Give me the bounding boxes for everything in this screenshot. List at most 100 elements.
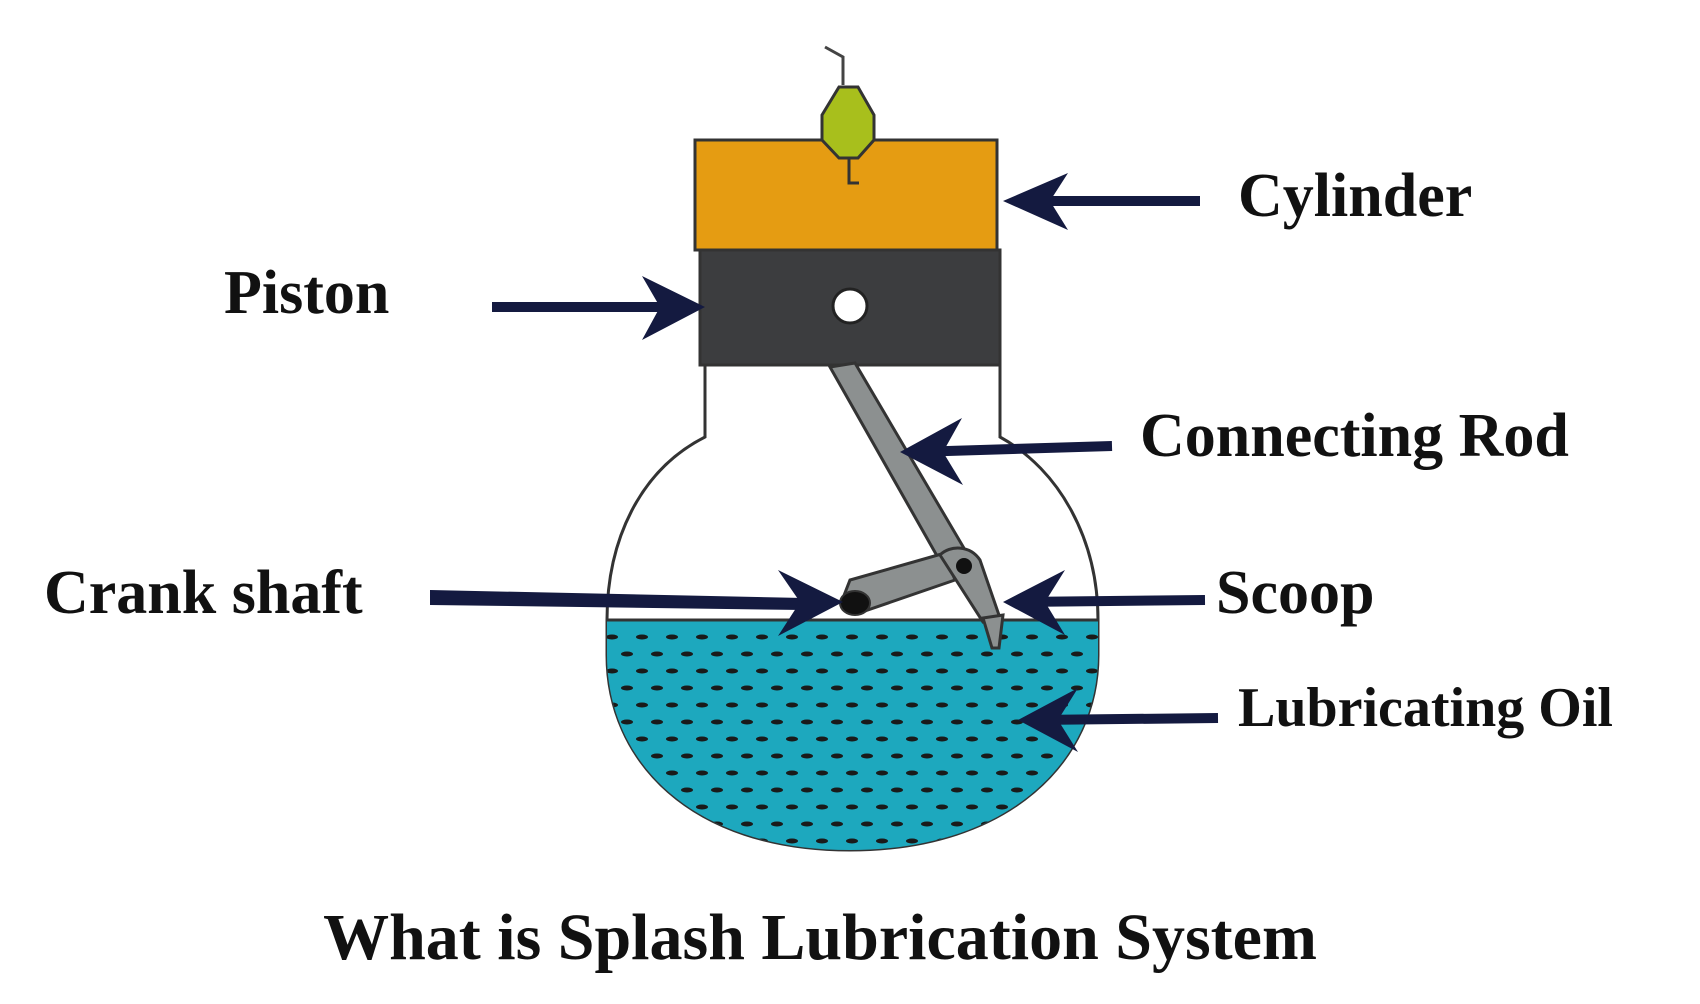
- oil-speckle: [756, 668, 768, 674]
- oil-speckle: [1086, 634, 1098, 640]
- oil-speckle: [726, 736, 738, 742]
- oil-speckle: [921, 821, 933, 827]
- oil-speckle: [1026, 668, 1038, 674]
- oil-speckle: [651, 787, 663, 793]
- oil-speckle: [846, 736, 858, 742]
- oil-speckle: [651, 651, 663, 657]
- crank-shaft-journal: [839, 590, 871, 616]
- oil-speckle: [711, 719, 723, 725]
- oil-speckle: [966, 702, 978, 708]
- label-piston: Piston: [224, 259, 390, 327]
- oil-speckle: [771, 753, 783, 759]
- oil-speckle: [891, 719, 903, 725]
- oil-speckle: [1086, 804, 1098, 810]
- oil-speckle: [696, 838, 708, 844]
- oil-speckle: [741, 821, 753, 827]
- oil-speckle: [891, 753, 903, 759]
- oil-speckle: [801, 821, 813, 827]
- oil-speckle: [876, 668, 888, 674]
- piston-pin: [831, 287, 869, 325]
- oil-speckle: [786, 838, 798, 844]
- oil-speckle: [921, 787, 933, 793]
- oil-speckle: [1056, 668, 1068, 674]
- label-cylinder: Cylinder: [1238, 162, 1473, 230]
- oil-speckle: [651, 719, 663, 725]
- oil-speckle: [756, 634, 768, 640]
- oil-speckle: [666, 702, 678, 708]
- oil-speckle: [636, 804, 648, 810]
- oil-speckle: [756, 804, 768, 810]
- oil-speckle: [1056, 838, 1068, 844]
- oil-speckle: [906, 736, 918, 742]
- oil-speckle: [1026, 634, 1038, 640]
- oil-speckle: [771, 787, 783, 793]
- oil-speckle: [831, 651, 843, 657]
- oil-speckle: [981, 651, 993, 657]
- oil-speckle: [996, 736, 1008, 742]
- oil-speckle: [846, 804, 858, 810]
- oil-speckle: [771, 651, 783, 657]
- oil-speckle: [696, 804, 708, 810]
- oil-speckle: [681, 753, 693, 759]
- oil-speckle: [1056, 634, 1068, 640]
- oil-speckle: [681, 787, 693, 793]
- arrow-scoop: [1003, 570, 1206, 635]
- oil-speckle: [936, 668, 948, 674]
- oil-speckle: [1041, 753, 1053, 759]
- oil-speckle: [1086, 770, 1098, 776]
- oil-speckle: [936, 804, 948, 810]
- oil-speckle: [801, 787, 813, 793]
- oil-speckle: [996, 770, 1008, 776]
- oil-speckle: [861, 719, 873, 725]
- oil-speckle: [607, 838, 618, 844]
- oil-speckle: [906, 702, 918, 708]
- oil-speckle: [936, 634, 948, 640]
- oil-speckle: [816, 668, 828, 674]
- oil-speckle: [996, 702, 1008, 708]
- oil-speckle: [726, 702, 738, 708]
- arrow-connecting-rod: [900, 418, 1113, 485]
- oil-speckle: [607, 736, 618, 742]
- lubricating-oil: [607, 620, 1098, 850]
- oil-speckle: [621, 651, 633, 657]
- oil-speckle: [607, 770, 618, 776]
- oil-speckle: [741, 787, 753, 793]
- oil-speckle: [1071, 651, 1083, 657]
- oil-speckle: [1071, 787, 1083, 793]
- oil-speckle: [771, 821, 783, 827]
- oil-speckle: [651, 821, 663, 827]
- oil-speckle: [1056, 770, 1068, 776]
- oil-speckle: [636, 668, 648, 674]
- oil-speckle: [696, 736, 708, 742]
- oil-speckle: [711, 787, 723, 793]
- oil-speckle: [1086, 838, 1098, 844]
- oil-speckle: [786, 668, 798, 674]
- oil-speckle: [876, 702, 888, 708]
- oil-speckle: [756, 736, 768, 742]
- label-connecting-rod: Connecting Rod: [1140, 402, 1569, 470]
- oil-speckle: [696, 702, 708, 708]
- oil-speckle: [607, 804, 618, 810]
- oil-speckle: [801, 685, 813, 691]
- oil-speckle: [681, 719, 693, 725]
- oil-speckle: [951, 787, 963, 793]
- oil-speckle: [1041, 685, 1053, 691]
- oil-speckle: [666, 668, 678, 674]
- oil-speckle: [607, 668, 618, 674]
- oil-speckle: [846, 668, 858, 674]
- oil-speckle: [876, 634, 888, 640]
- oil-speckle: [771, 685, 783, 691]
- oil-speckle: [861, 753, 873, 759]
- oil-speckle: [1011, 787, 1023, 793]
- label-scoop: Scoop: [1216, 559, 1375, 627]
- oil-speckle: [1011, 685, 1023, 691]
- oil-speckle: [831, 821, 843, 827]
- oil-speckle: [696, 668, 708, 674]
- oil-speckle: [981, 719, 993, 725]
- oil-speckle: [1086, 736, 1098, 742]
- oil-speckle: [801, 719, 813, 725]
- oil-speckle: [831, 685, 843, 691]
- oil-speckle: [861, 651, 873, 657]
- oil-speckle: [636, 770, 648, 776]
